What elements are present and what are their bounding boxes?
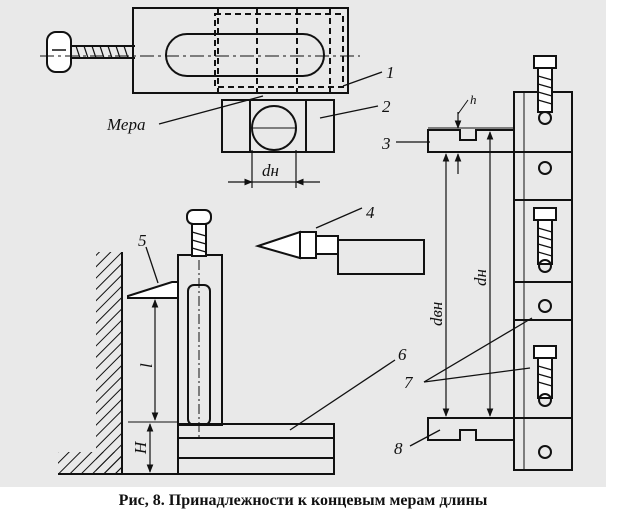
label-1: 1 bbox=[386, 63, 395, 82]
holder-body-top bbox=[132, 7, 349, 94]
holder-body-bottom bbox=[221, 99, 335, 153]
label-6: 6 bbox=[398, 345, 407, 364]
label-dvn-vertical: dвн bbox=[427, 302, 446, 326]
holder-stack-assembly bbox=[396, 55, 573, 471]
label-mera: Мера bbox=[106, 115, 145, 134]
scriber-point bbox=[127, 281, 179, 299]
upper-jaw bbox=[427, 129, 515, 153]
scriber-assembly bbox=[58, 209, 396, 475]
label-h: h bbox=[470, 92, 477, 107]
top-holder-assembly bbox=[40, 7, 383, 188]
wall-hatch bbox=[96, 252, 122, 474]
label-dn-vertical: dн bbox=[471, 269, 490, 286]
label-l: l bbox=[137, 363, 156, 368]
floor-hatch bbox=[58, 452, 122, 474]
label-7: 7 bbox=[404, 373, 414, 392]
label-8: 8 bbox=[394, 439, 403, 458]
label-2: 2 bbox=[382, 97, 391, 116]
gauge-block-capsule bbox=[165, 33, 325, 77]
label-dn-top: dн bbox=[262, 161, 279, 180]
label-H: H bbox=[131, 440, 150, 455]
label-4: 4 bbox=[366, 203, 375, 222]
indicator-body bbox=[337, 239, 425, 275]
clamp-screw-1 bbox=[533, 55, 557, 125]
square-base bbox=[177, 423, 335, 475]
square-column bbox=[177, 254, 223, 426]
label-5: 5 bbox=[138, 231, 147, 250]
figure-caption: Рис, 8. Принадлежности к концевым мерам … bbox=[118, 492, 488, 509]
labels: Мера 1 2 3 4 5 6 7 8 h dн dн dвн l H bbox=[106, 63, 490, 458]
indicator-head bbox=[254, 207, 425, 275]
clamp-screw-2 bbox=[533, 207, 557, 273]
clamp-screw-3 bbox=[533, 345, 557, 407]
technical-drawing: Мера 1 2 3 4 5 6 7 8 h dн dн dвн l H bbox=[40, 7, 573, 475]
label-3: 3 bbox=[381, 134, 391, 153]
bolt-head bbox=[46, 31, 72, 73]
lower-jaw bbox=[427, 417, 515, 441]
